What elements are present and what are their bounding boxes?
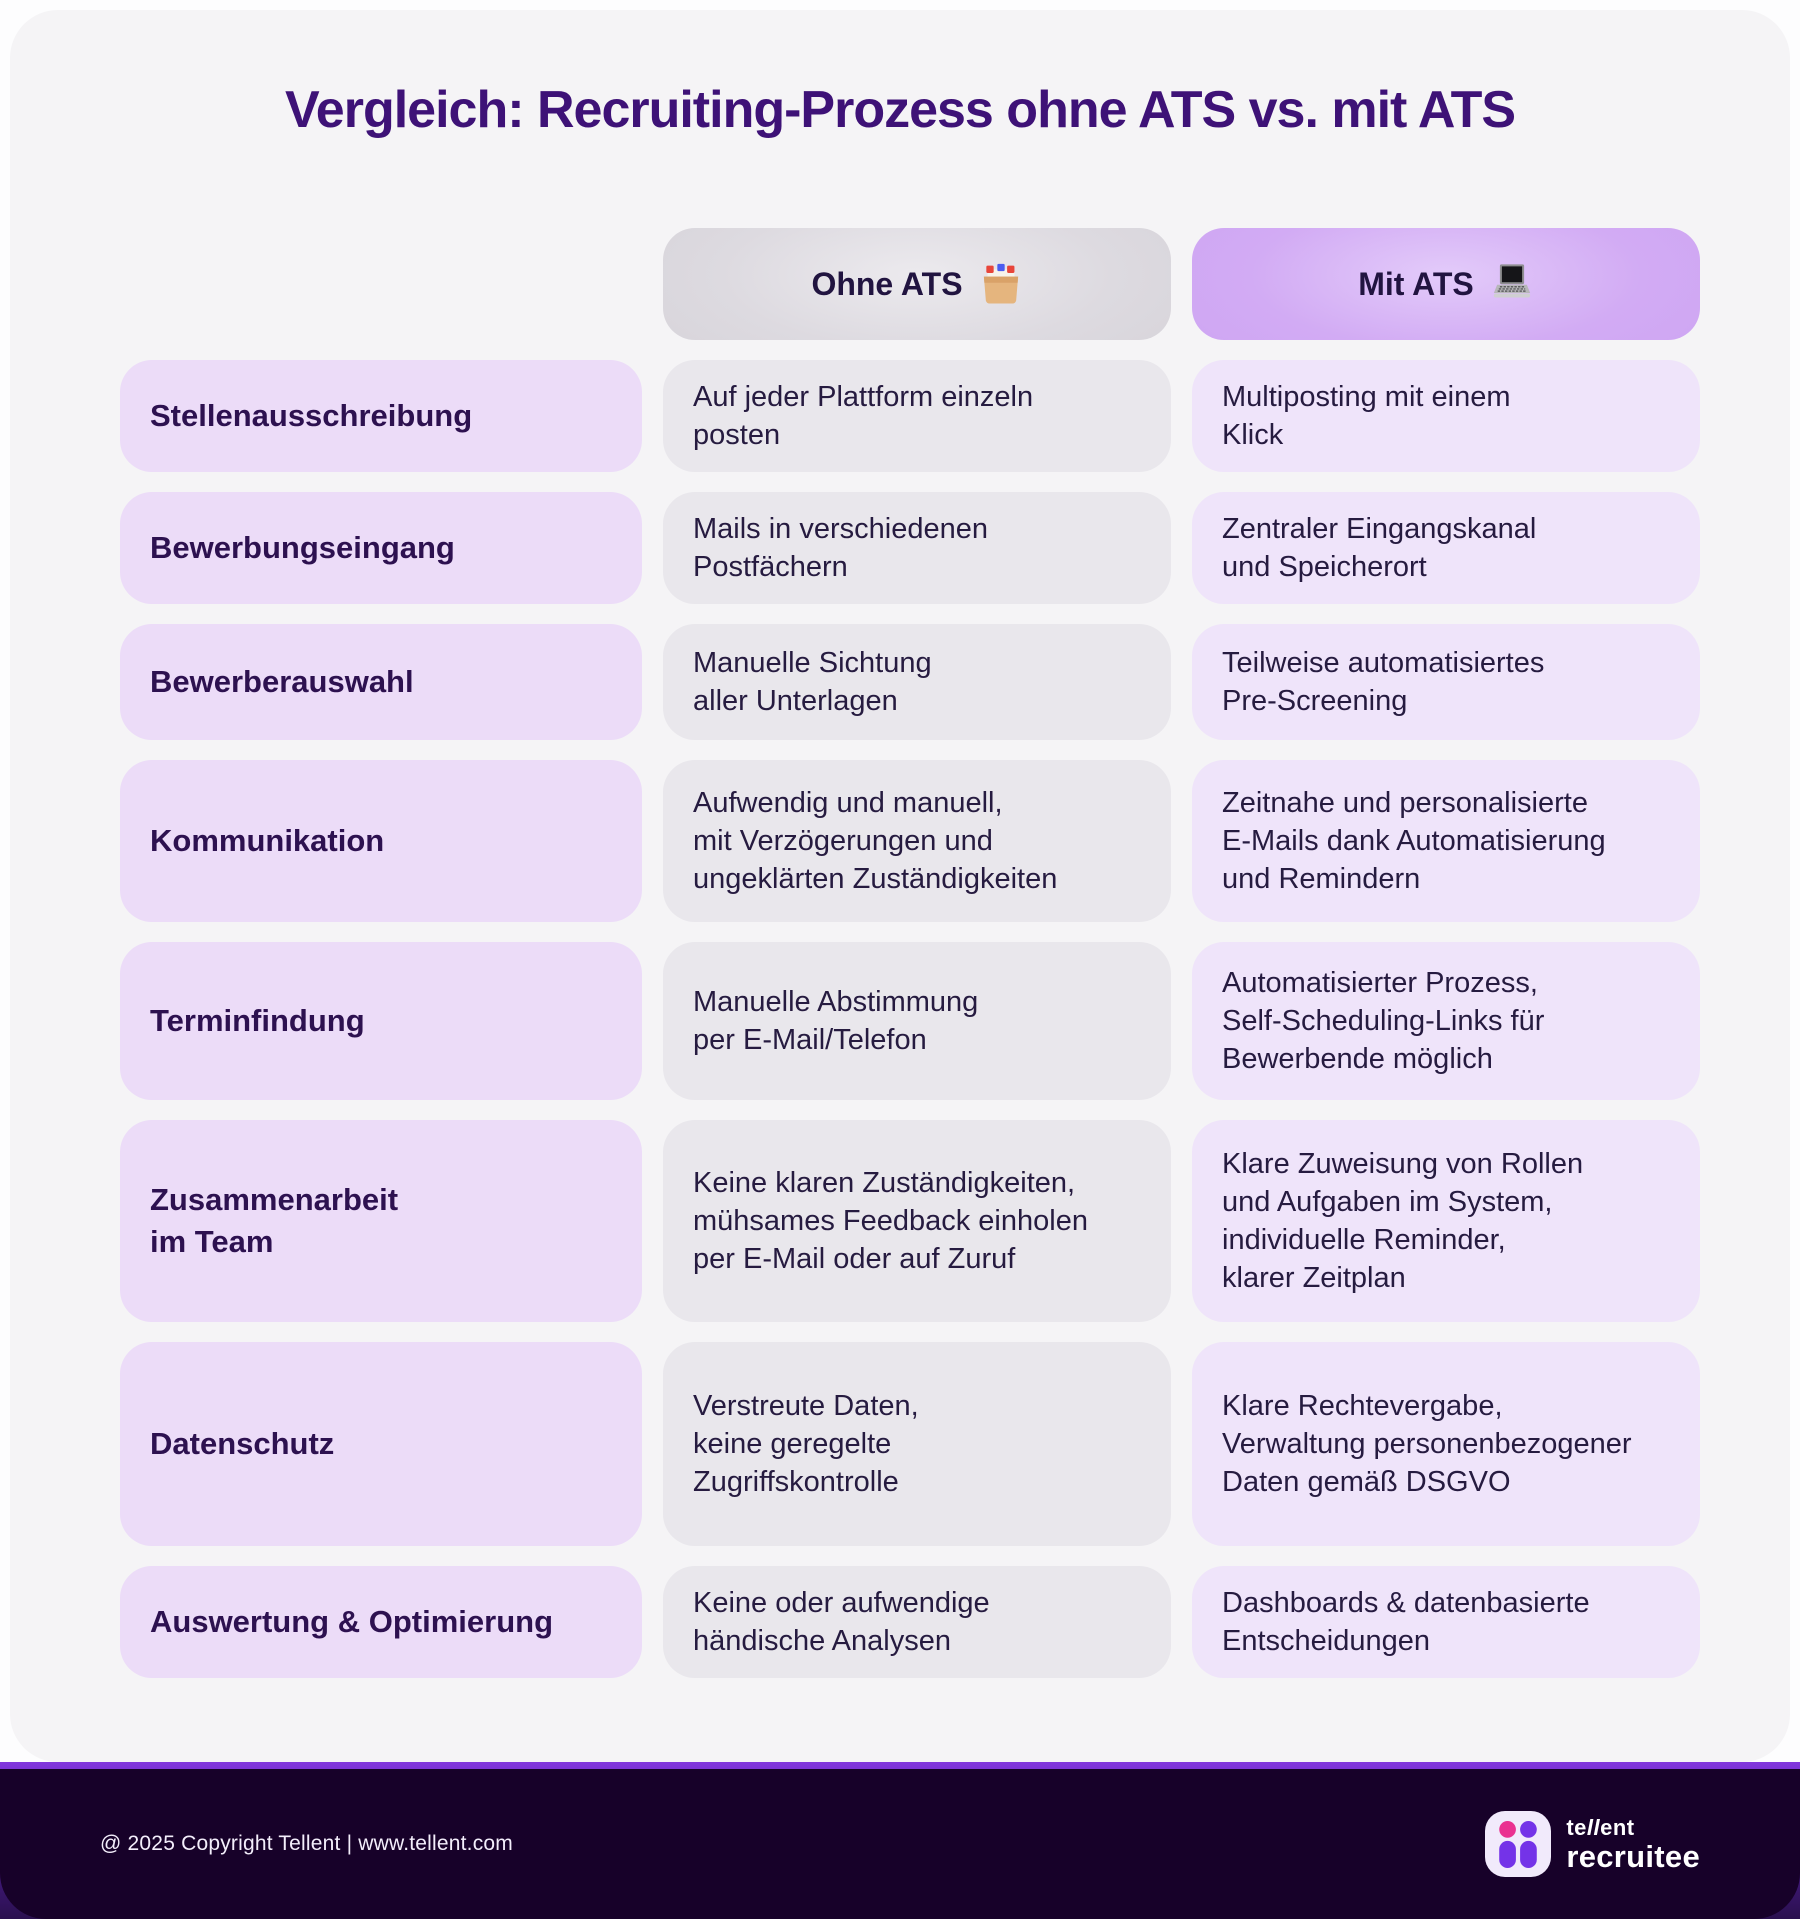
row-label: Auswertung & Optimierung: [120, 1566, 642, 1678]
column-header-with-ats: Mit ATS: [1192, 228, 1700, 340]
table-row: Auswertung & Optimierung Keine oder aufw…: [120, 1566, 1700, 1678]
brand-logo: tellent recruitee: [1485, 1811, 1700, 1877]
brand-name-tellent: tellent: [1566, 1814, 1635, 1840]
cell-with-ats: Klare Zuweisung von Rollen und Aufgaben …: [1192, 1120, 1700, 1322]
column-header-label: Mit ATS: [1358, 265, 1474, 302]
cell-without-ats: Keine klaren Zuständigkeiten, mühsames F…: [663, 1120, 1171, 1322]
table-row: Zusammenarbeit im Team Keine klaren Zust…: [120, 1120, 1700, 1322]
row-label: Datenschutz: [120, 1342, 642, 1546]
row-label: Zusammenarbeit im Team: [120, 1120, 642, 1322]
cell-with-ats: Multiposting mit einem Klick: [1192, 360, 1700, 472]
row-label: Terminfindung: [120, 942, 642, 1100]
cell-without-ats: Mails in verschiedenen Postfächern: [663, 492, 1171, 604]
cell-with-ats: Automatisierter Prozess, Self-Scheduling…: [1192, 942, 1700, 1100]
row-label: Kommunikation: [120, 760, 642, 922]
table-row: Stellenausschreibung Auf jeder Plattform…: [120, 360, 1700, 472]
cell-without-ats: Aufwendig und manuell, mit Verzögerungen…: [663, 760, 1171, 922]
cell-with-ats: Zeitnahe und personalisierte E-Mails dan…: [1192, 760, 1700, 922]
cell-without-ats: Verstreute Daten, keine geregelte Zugrif…: [663, 1342, 1171, 1546]
column-header-without-ats: Ohne ATS: [663, 228, 1171, 340]
table-row: Bewerberauswahl Manuelle Sichtung aller …: [120, 624, 1700, 740]
brand-wordmark: tellent recruitee: [1566, 1814, 1700, 1874]
infographic-card: Vergleich: Recruiting-Prozess ohne ATS v…: [10, 10, 1790, 1762]
cell-without-ats: Auf jeder Plattform einzeln posten: [663, 360, 1171, 472]
table-row: Kommunikation Aufwendig und manuell, mit…: [120, 760, 1700, 922]
tellent-logo-icon: [1485, 1811, 1552, 1877]
card-index-dividers-icon: [979, 262, 1023, 306]
cell-with-ats: Dashboards & datenbasierte Entscheidunge…: [1192, 1566, 1700, 1678]
footer-panel: @ 2025 Copyright Tellent | www.tellent.c…: [0, 1769, 1800, 1919]
row-label: Bewerbungseingang: [120, 492, 642, 604]
comparison-table: Ohne ATS Mit ATS: [120, 228, 1700, 1678]
cell-without-ats: Manuelle Abstimmung per E-Mail/Telefon: [663, 942, 1171, 1100]
row-label: Stellenausschreibung: [120, 360, 642, 472]
footer: @ 2025 Copyright Tellent | www.tellent.c…: [0, 1762, 1800, 1919]
header-spacer: [120, 228, 642, 340]
cell-with-ats: Teilweise automatisiertes Pre-Screening: [1192, 624, 1700, 740]
row-label: Bewerberauswahl: [120, 624, 642, 740]
header-row: Ohne ATS Mit ATS: [120, 228, 1700, 340]
table-row: Terminfindung Manuelle Abstimmung per E-…: [120, 942, 1700, 1100]
table-row: Bewerbungseingang Mails in verschiedenen…: [120, 492, 1700, 604]
brand-name-recruitee: recruitee: [1566, 1838, 1700, 1874]
laptop-icon: [1490, 262, 1534, 306]
cell-with-ats: Klare Rechtevergabe, Verwaltung personen…: [1192, 1342, 1700, 1546]
cell-without-ats: Keine oder aufwendige händische Analysen: [663, 1566, 1171, 1678]
table-row: Datenschutz Verstreute Daten, keine gere…: [120, 1342, 1700, 1546]
cell-with-ats: Zentraler Eingangskanal und Speicherort: [1192, 492, 1700, 604]
cell-without-ats: Manuelle Sichtung aller Unterlagen: [663, 624, 1171, 740]
column-header-label: Ohne ATS: [811, 265, 963, 302]
copyright-text: @ 2025 Copyright Tellent | www.tellent.c…: [100, 1832, 513, 1855]
page-title: Vergleich: Recruiting-Prozess ohne ATS v…: [284, 81, 1516, 139]
